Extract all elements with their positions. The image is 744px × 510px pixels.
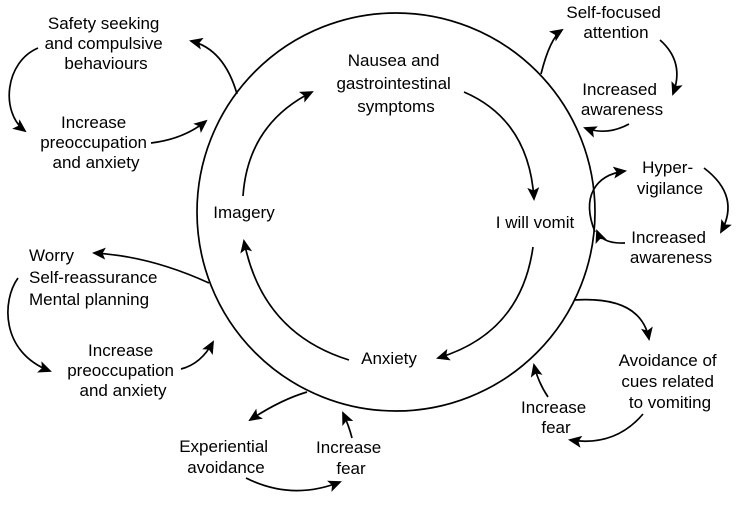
arrow-increase-top-to-circle	[150, 119, 208, 144]
arrow-circle-to-self-focused	[540, 28, 564, 75]
arrow-avoidance-to-fear-right	[567, 413, 644, 448]
arrow-circle-to-experiential	[248, 391, 308, 422]
label-increase-preoccupation-top: Increase preoccupation and anxiety	[40, 113, 152, 172]
arrow-circle-to-avoidance	[574, 298, 653, 342]
arrow-awareness-right-to-circle	[595, 229, 626, 244]
arrow-fear-bottom-to-circle	[342, 411, 354, 439]
label-increased-awareness-top: Increased awareness	[581, 80, 663, 119]
arrow-imagery-to-nausea	[242, 91, 314, 197]
label-hyper-vigilance: Hyper- vigilance	[637, 158, 703, 198]
label-safety-seeking: Safety seeking and compulsive behaviours	[45, 14, 168, 73]
arrow-anxiety-to-imagery	[240, 238, 350, 361]
main-cycle-circle	[196, 12, 596, 412]
label-avoidance-of-cues: Avoidance of cues related to vomiting	[619, 351, 722, 412]
arrow-self-focused-to-awareness	[659, 39, 683, 96]
arrow-circle-to-safety	[189, 37, 238, 95]
label-imagery: Imagery	[213, 203, 275, 222]
label-increased-awareness-right: Increased awareness	[630, 228, 712, 267]
arrow-circle-to-worry	[91, 247, 210, 284]
label-experiential-avoidance: Experiential avoidance	[179, 437, 273, 477]
arrow-fear-right-to-circle	[530, 363, 549, 398]
arrow-nausea-to-vomit	[463, 91, 540, 202]
label-increase-fear-right: Increase fear	[521, 398, 591, 437]
label-anxiety: Anxiety	[361, 349, 417, 368]
arrow-circle-to-hypervigilance	[588, 166, 628, 233]
arrow-experiential-to-fear-bottom	[245, 477, 342, 492]
arrow-vomit-to-anxiety	[436, 246, 534, 361]
label-increase-preoccupation-left: Increase preoccupation and anxiety	[67, 341, 179, 400]
label-i-will-vomit: I will vomit	[496, 213, 575, 232]
arrow-increase-left-to-circle	[180, 340, 214, 370]
arrow-awareness-top-to-circle	[583, 123, 630, 138]
arrow-worry-to-increase-left	[7, 277, 52, 373]
arrow-hypervigilance-to-awareness	[703, 167, 732, 234]
arrow-safety-to-increase-top	[8, 47, 39, 133]
label-nausea: Nausea and gastrointestinal symptoms	[336, 51, 455, 116]
label-increase-fear-bottom: Increase fear	[316, 438, 386, 478]
label-worry-block: Worry Self-reassurance Mental planning	[29, 246, 162, 309]
label-self-focused-attention: Self-focused attention	[566, 3, 665, 42]
